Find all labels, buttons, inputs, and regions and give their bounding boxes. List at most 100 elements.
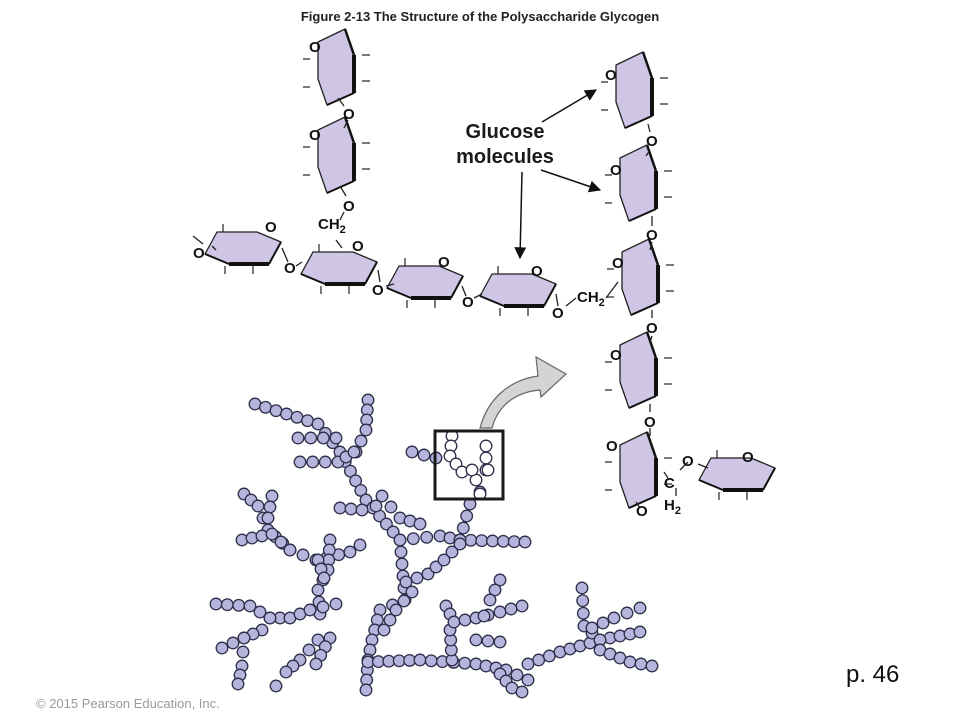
oxygen-atom: O <box>682 453 694 470</box>
glucose-bead <box>596 616 610 630</box>
glucose-bead <box>633 601 647 615</box>
glucose-bead <box>465 463 479 477</box>
glucose-bead <box>585 621 599 635</box>
glucose-bead <box>304 431 318 445</box>
glucose-bead <box>607 611 621 625</box>
oxygen-atom: O <box>343 198 355 215</box>
oxygen-atom: O <box>644 414 656 431</box>
glucose-bead <box>507 535 521 549</box>
glucose-bead <box>209 597 223 611</box>
glucose-bead <box>399 575 413 589</box>
glucose-ring <box>478 264 558 318</box>
glucose-bead <box>515 685 529 699</box>
glucose-bead <box>274 535 288 549</box>
glucose-bead <box>429 560 443 574</box>
glucose-bead <box>447 615 461 629</box>
glucose-bead <box>333 501 347 515</box>
glucose-bead <box>493 605 507 619</box>
glucose-bead <box>645 659 659 673</box>
oxygen-atom: O <box>284 260 296 277</box>
glucose-bead <box>237 631 251 645</box>
arrow-to-second-ring <box>540 169 602 193</box>
glucose-bead <box>311 417 325 431</box>
glucose-bead <box>291 431 305 445</box>
glucose-bead <box>243 599 257 613</box>
glucose-bead <box>421 567 435 581</box>
glucose-bead <box>383 613 397 627</box>
glucose-bead <box>576 606 590 620</box>
glucose-bead <box>261 511 275 525</box>
glucose-bead <box>458 613 472 627</box>
glucose-bead <box>359 423 373 437</box>
oxygen-atom: O <box>646 133 658 150</box>
glucose-bead <box>456 521 470 535</box>
glucose-bead <box>269 404 283 418</box>
glucose-bead <box>469 633 483 647</box>
glucose-bead <box>575 581 589 595</box>
glucose-bead <box>280 407 293 421</box>
glucose-bead <box>306 455 320 469</box>
glucose-bead <box>296 548 310 562</box>
glucose-bead <box>317 571 331 585</box>
atom-labels: O O O O CH2 O O O O O O O O O CH2 O O O … <box>193 39 754 520</box>
label-line-2: molecules <box>456 146 554 168</box>
glucose-bead <box>232 598 246 612</box>
glucose-bead <box>393 533 407 547</box>
glucose-bead <box>265 527 279 541</box>
glucose-bead <box>220 598 234 612</box>
zoom-arrow <box>479 355 568 429</box>
glucose-ring <box>599 50 670 130</box>
glucose-bead <box>248 397 262 411</box>
glucose-bead <box>253 605 267 619</box>
glucose-bead <box>477 609 491 623</box>
glucose-bead <box>634 657 648 671</box>
ch2-group: CH2 <box>318 216 346 236</box>
glucose-bead <box>316 431 330 445</box>
h2-group: H2 <box>664 497 681 517</box>
glucose-bead <box>458 656 472 670</box>
glucose-bead <box>236 645 250 659</box>
arrow-to-top-ring <box>541 89 598 123</box>
glycosidic-bonds <box>192 97 709 509</box>
glucose-bead <box>424 654 438 668</box>
arrow-to-chain-ring <box>514 171 527 260</box>
oxygen-atom: O <box>605 67 617 84</box>
glucose-bead <box>486 534 499 548</box>
page-number: p. 46 <box>846 661 900 688</box>
glucose-bead <box>493 573 507 587</box>
glucose-bead <box>460 509 474 523</box>
glucose-bead <box>302 643 316 657</box>
glucose-bead <box>344 502 358 516</box>
glucose-bead <box>405 585 419 599</box>
glucose-bead <box>303 603 317 617</box>
glucose-bead <box>453 537 467 551</box>
glucose-bead <box>375 489 389 503</box>
glucose-bead <box>301 414 314 428</box>
glucose-bead <box>290 410 304 424</box>
glucose-bead <box>377 623 391 637</box>
glucose-bead <box>633 625 647 639</box>
glucose-bead <box>510 668 524 682</box>
glucose-bead <box>283 543 297 557</box>
glucose-bead <box>496 534 510 548</box>
glucose-bead <box>479 439 493 453</box>
glucose-bead <box>620 606 634 620</box>
glucose-bead <box>309 657 323 671</box>
glucose-bead <box>542 649 556 663</box>
ch2-group: CH2 <box>577 289 605 309</box>
glucose-ring <box>697 448 777 502</box>
glucose-bead <box>521 657 535 671</box>
glucose-ring <box>385 256 465 310</box>
glucose-bead <box>518 535 532 549</box>
glucose-bead <box>384 500 398 514</box>
oxygen-atom: O <box>372 282 384 299</box>
figure-title: Figure 2-13 The Structure of the Polysac… <box>300 9 660 24</box>
glucose-molecules-label: Glucose molecules <box>440 120 570 170</box>
glucose-bead <box>259 400 272 414</box>
glucose-bead <box>389 603 403 617</box>
glucose-bead <box>251 499 265 513</box>
glucose-bead <box>354 434 368 448</box>
glucose-bead <box>437 553 451 567</box>
